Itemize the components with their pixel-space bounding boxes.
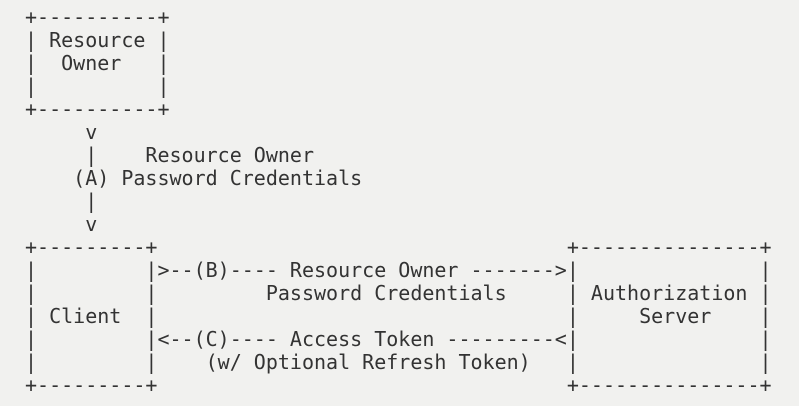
diagram-line-flow-a-text-2: (A) Password Credentials: [25, 166, 363, 190]
diagram-line-boxes-bottom: +---------+ +---------------+: [25, 373, 772, 397]
diagram-line-flow-a-text-1: | Resource Owner: [25, 143, 314, 167]
diagram-line-arrow-a-head: v: [25, 120, 98, 144]
diagram-line-arrow-a-head2: v: [25, 212, 98, 236]
diagram-line-resource-owner-box-top: +----------+: [25, 5, 170, 29]
diagram-line-flow-c-text: | | (w/ Optional Refresh Token) | |: [25, 350, 772, 374]
diagram-line-resource-owner-label2: | Owner |: [25, 51, 170, 75]
diagram-line-resource-owner-box-body: | |: [25, 74, 170, 98]
diagram-line-resource-owner-label: | Resource |: [25, 28, 170, 52]
diagram-line-resource-owner-box-bottom: +----------+: [25, 97, 170, 121]
ascii-flow-diagram: +----------+ | Resource | | Owner | | | …: [25, 6, 772, 397]
diagram-line-flow-b-arrow: | |>--(B)---- Resource Owner ------->| |: [25, 258, 772, 282]
diagram-line-boxes-top: +---------+ +---------------+: [25, 235, 772, 259]
diagram-line-flow-c-arrow: | |<--(C)---- Access Token ---------<| |: [25, 327, 772, 351]
diagram-line-arrow-a-shaft: |: [25, 189, 98, 213]
diagram-line-client-server-labels: | Client | | Server |: [25, 304, 772, 328]
diagram-line-flow-b-text: | | Password Credentials | Authorization…: [25, 281, 772, 305]
